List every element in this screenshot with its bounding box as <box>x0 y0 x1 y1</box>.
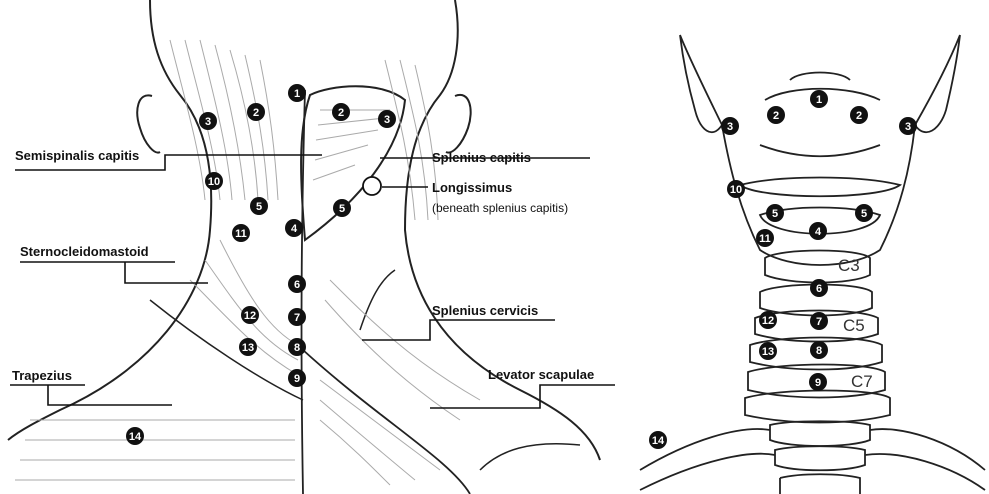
marker-8: 8 <box>288 338 306 356</box>
marker-r14: 14 <box>649 431 667 449</box>
marker-10: 10 <box>205 172 223 190</box>
marker-6: 6 <box>288 275 306 293</box>
svg-text:2: 2 <box>773 110 779 122</box>
svg-text:14: 14 <box>129 431 142 443</box>
marker-14: 14 <box>126 427 144 445</box>
label-trapezius: Trapezius <box>12 368 72 383</box>
marker-5b: 5 <box>333 199 351 217</box>
marker-r12: 12 <box>759 311 777 329</box>
marker-r3a: 3 <box>721 117 739 135</box>
marker-11: 11 <box>232 224 250 242</box>
svg-text:2: 2 <box>253 107 259 119</box>
label-splenius-cervicis: Splenius cervicis <box>432 303 538 318</box>
svg-text:8: 8 <box>294 342 300 354</box>
svg-text:9: 9 <box>815 377 821 389</box>
marker-4: 4 <box>285 219 303 237</box>
marker-5a: 5 <box>250 197 268 215</box>
svg-text:14: 14 <box>652 435 665 447</box>
svg-text:1: 1 <box>816 94 822 106</box>
marker-r10: 10 <box>727 180 745 198</box>
svg-text:12: 12 <box>244 310 256 322</box>
marker-7: 7 <box>288 308 306 326</box>
marker-r11: 11 <box>756 229 774 247</box>
svg-text:7: 7 <box>294 312 300 324</box>
svg-text:3: 3 <box>384 114 390 126</box>
marker-r4: 4 <box>809 222 827 240</box>
left-markers: 1 2 2 3 3 10 5 5 4 11 6 12 7 13 8 9 14 <box>126 84 396 445</box>
marker-r9: 9 <box>809 373 827 391</box>
svg-text:5: 5 <box>772 208 778 220</box>
marker-2a: 2 <box>247 103 265 121</box>
svg-text:10: 10 <box>208 176 220 188</box>
svg-text:5: 5 <box>256 201 262 213</box>
marker-r1: 1 <box>810 90 828 108</box>
longissimus-marker-ring <box>363 177 381 195</box>
svg-text:9: 9 <box>294 373 300 385</box>
svg-text:3: 3 <box>727 121 733 133</box>
svg-text:10: 10 <box>730 184 742 196</box>
marker-r5b: 5 <box>855 204 873 222</box>
vertebra-label-c5: C5 <box>843 316 865 335</box>
label-levator-scapulae: Levator scapulae <box>488 367 594 382</box>
svg-text:13: 13 <box>762 346 774 358</box>
svg-text:13: 13 <box>242 342 254 354</box>
svg-text:3: 3 <box>205 116 211 128</box>
marker-r13: 13 <box>759 342 777 360</box>
marker-3a: 3 <box>199 112 217 130</box>
svg-text:2: 2 <box>856 110 862 122</box>
svg-text:5: 5 <box>339 203 345 215</box>
marker-r5a: 5 <box>766 204 784 222</box>
label-longissimus-note: (beneath splenius capitis) <box>432 201 568 215</box>
label-semispinalis-capitis: Semispinalis capitis <box>15 148 139 163</box>
marker-r3b: 3 <box>899 117 917 135</box>
marker-13: 13 <box>239 338 257 356</box>
marker-r8: 8 <box>810 341 828 359</box>
vertebra-label-c3: C3 <box>838 256 860 275</box>
label-splenius-capitis: Splenius capitis <box>432 150 531 165</box>
label-longissimus: Longissimus <box>432 180 512 195</box>
marker-r6: 6 <box>810 279 828 297</box>
marker-r7: 7 <box>810 312 828 330</box>
svg-text:1: 1 <box>294 88 300 100</box>
svg-text:2: 2 <box>338 107 344 119</box>
marker-12: 12 <box>241 306 259 324</box>
svg-text:11: 11 <box>235 228 247 240</box>
marker-1: 1 <box>288 84 306 102</box>
marker-9: 9 <box>288 369 306 387</box>
marker-3b: 3 <box>378 110 396 128</box>
marker-r2a: 2 <box>767 106 785 124</box>
svg-text:6: 6 <box>816 283 822 295</box>
vertebra-label-c7: C7 <box>851 372 873 391</box>
svg-text:6: 6 <box>294 279 300 291</box>
marker-2b: 2 <box>332 103 350 121</box>
svg-text:4: 4 <box>815 226 822 238</box>
svg-text:11: 11 <box>759 233 771 245</box>
svg-text:12: 12 <box>762 315 774 327</box>
label-sternocleidomastoid: Sternocleidomastoid <box>20 244 149 259</box>
marker-r2b: 2 <box>850 106 868 124</box>
svg-text:8: 8 <box>816 345 822 357</box>
svg-text:7: 7 <box>816 316 822 328</box>
svg-text:4: 4 <box>291 223 298 235</box>
svg-text:5: 5 <box>861 208 867 220</box>
svg-text:3: 3 <box>905 121 911 133</box>
